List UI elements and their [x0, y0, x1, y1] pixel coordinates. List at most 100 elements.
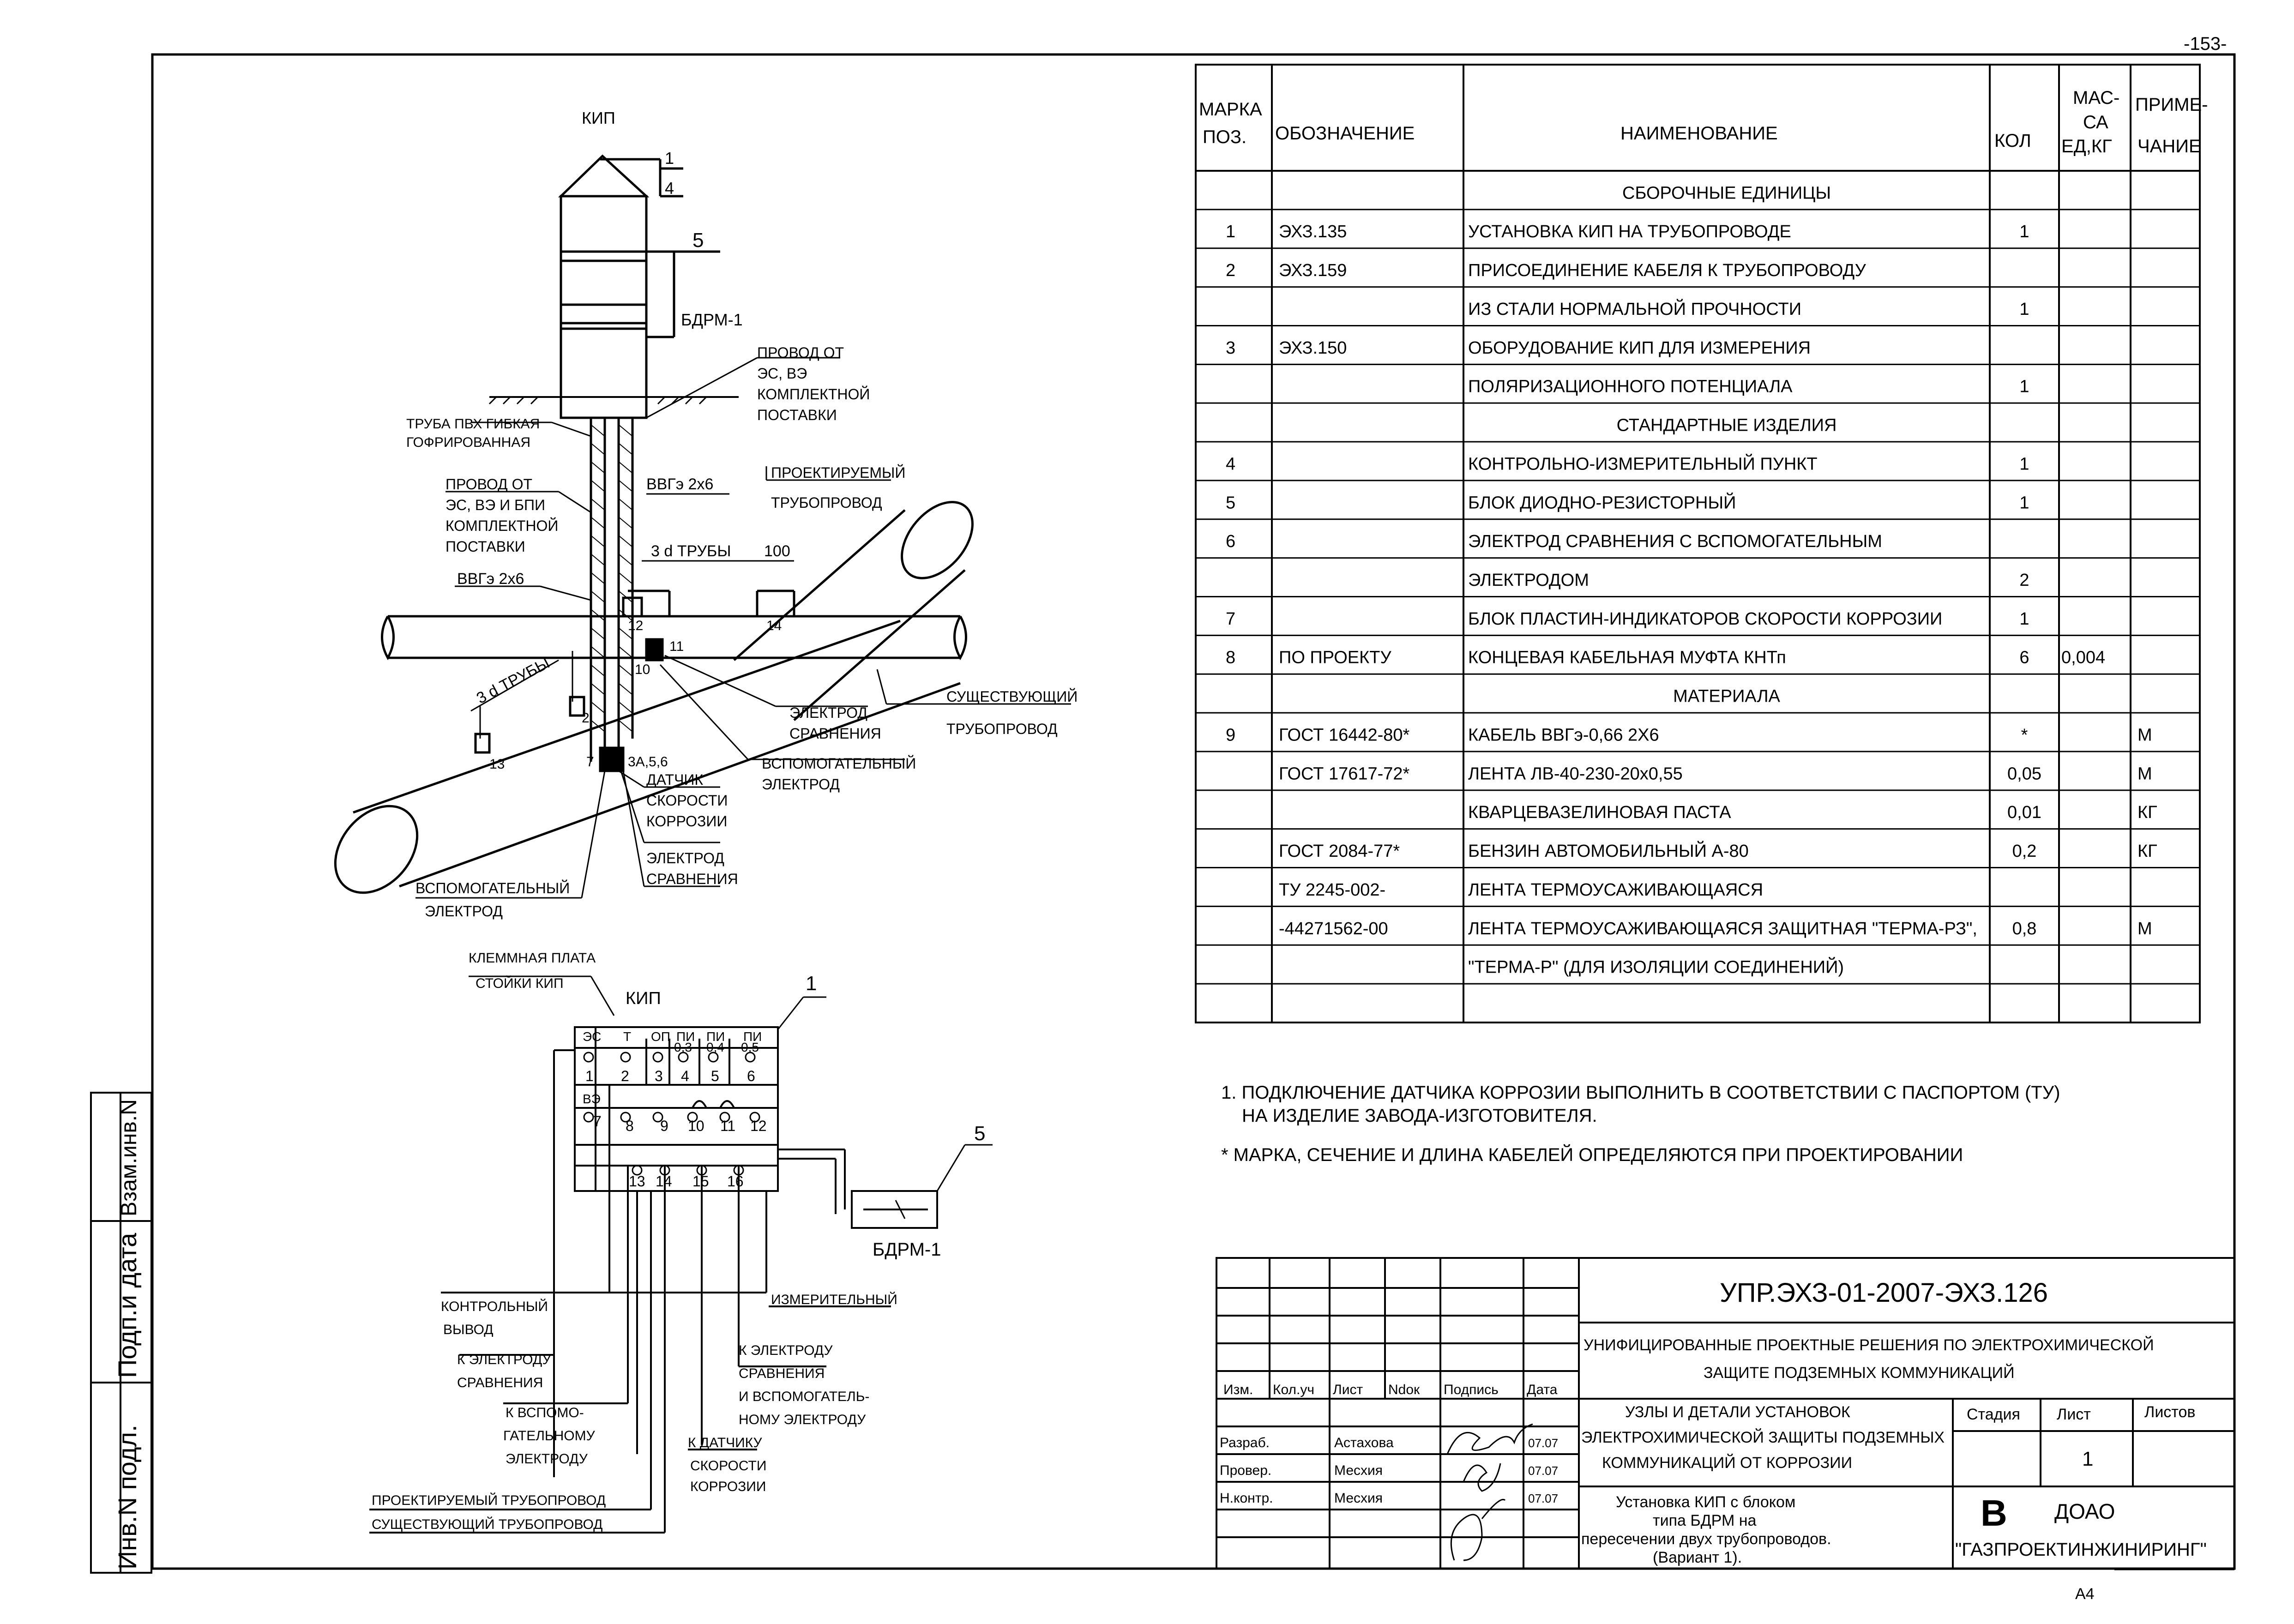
designed-pipe-label-1: ПРОЕКТИРУЕМЫЙ [771, 464, 905, 481]
page-number: -153- [2184, 34, 2227, 54]
hdr-pi2: ПИ [706, 1029, 725, 1044]
spec-cell-name: МАТЕРИАЛА [1673, 687, 1780, 706]
part-7: 7 [586, 754, 594, 770]
existing-pipe-lead-label: СУЩЕСТВУЮЩИЙ ТРУБОПРОВОД [372, 1516, 603, 1532]
stamp-sheet: Лист [2057, 1406, 2091, 1423]
spec-cell-name: ИЗ СТАЛИ НОРМАЛЬНОЙ ПРОЧНОСТИ [1468, 298, 1801, 319]
spec-cell-name: УСТАНОВКА КИП НА ТРУБОПРОВОДЕ [1468, 222, 1791, 241]
terminal-2: 2 [621, 1068, 629, 1084]
aux2-label-1: ВСПОМОГАТЕЛЬНЫЙ [415, 880, 570, 896]
desc-1: Установка КИП с блоком [1616, 1493, 1795, 1511]
doc-title-2: ЗАЩИТЕ ПОДЗЕМНЫХ КОММУНИКАЦИЙ [1704, 1364, 2015, 1382]
spec-cell-pos: 5 [1226, 493, 1235, 512]
hdr-mark-2: ПОЗ. [1203, 127, 1246, 147]
part-11: 11 [669, 639, 684, 654]
terminal-5: 5 [711, 1068, 719, 1084]
leader-pos-5: 5 [692, 229, 704, 252]
hdr-03: 0,3 [674, 1040, 692, 1054]
designed-pipe-lead-label: ПРОЕКТИРУЕМЫЙ ТРУБОПРОВОД [372, 1492, 606, 1508]
terminal-9: 9 [660, 1118, 668, 1134]
part-2: 2 [582, 710, 590, 726]
name-developer: Астахова [1334, 1435, 1394, 1450]
sensor-label-2: СКОРОСТИ [646, 792, 728, 809]
spec-cell-name: КВАРЦЕВАЗЕЛИНОВАЯ ПАСТА [1468, 803, 1731, 822]
spec-cell-qty: 0,05 [2007, 764, 2041, 783]
stamp-sheet-number: 1 [2082, 1448, 2093, 1470]
terminal-14: 14 [656, 1173, 672, 1190]
org-name-2: "ГАЗПРОЕКТИНЖИНИРИНГ" [1955, 1540, 2207, 1560]
leader-pos-1-bottom: 1 [806, 972, 817, 995]
spec-cell-des: ТУ 2245-002- [1279, 880, 1385, 900]
spec-cell-pos: 4 [1226, 454, 1235, 474]
to-ref-aux-label-1: К ЭЛЕКТРОДУ [739, 1343, 833, 1358]
binding-margin-svg: Инв.N подл. Подп.и дата Взам.инв.N [90, 1092, 152, 1574]
terminal-plate-label-1: КЛЕММНАЯ ПЛАТА [469, 950, 596, 966]
part-14: 14 [766, 618, 782, 633]
terminal-wiring-diagram: КЛЕММНАЯ ПЛАТА СТОЙКИ КИП КИП 1 5 БДРМ-1… [369, 950, 993, 1534]
hdr-op: ОП [651, 1029, 670, 1044]
to-ref-label-2: СРАВНЕНИЯ [457, 1375, 543, 1390]
dim-100: 100 [764, 542, 790, 560]
aux2-label-2: ЭЛЕКТРОД [425, 903, 503, 920]
role-developer: Разраб. [1220, 1435, 1270, 1450]
hdr-es: ЭС [583, 1029, 601, 1044]
terminal-15: 15 [692, 1173, 709, 1190]
leader-pos-4: 4 [665, 179, 674, 198]
spec-cell-name: КАБЕЛЬ ВВГэ-0,66 2Х6 [1468, 725, 1659, 745]
spec-cell-pos: 7 [1226, 609, 1235, 629]
role-checker: Провер. [1220, 1463, 1271, 1478]
hdr-pi1: ПИ [676, 1029, 695, 1044]
to-ref-aux-label-2: СРАВНЕНИЯ [739, 1366, 825, 1381]
wire-top-4: ПОСТАВКИ [757, 407, 837, 423]
spec-cell-des: ГОСТ 16442-80* [1279, 725, 1410, 745]
bdrm-label-bottom: БДРМ-1 [873, 1239, 941, 1260]
date-normcontrol: 07.07 [1528, 1492, 1558, 1505]
wire-top-2: ЭС, ВЭ [757, 365, 807, 382]
signatures [1446, 1423, 1533, 1561]
to-ref-aux-label-4: НОМУ ЭЛЕКТРОДУ [739, 1412, 866, 1427]
spec-cell-pos: 8 [1226, 648, 1235, 668]
name-normcontrol: Месхия [1334, 1491, 1383, 1506]
cable-left-label: ВВГэ 2х6 [457, 570, 524, 588]
terminal-7: 7 [593, 1113, 602, 1130]
spec-cell-name: КОНЦЕВАЯ КАБЕЛЬНАЯ МУФТА КНТп [1468, 648, 1786, 668]
terminal-plate-label-2: СТОЙКИ КИП [476, 975, 564, 991]
cable-mid-label: ВВГэ 2х6 [646, 475, 713, 493]
spec-cell-note: КГ [2137, 803, 2157, 822]
inv-orig-label: Инв.N подл. [113, 1425, 142, 1570]
dim-3d-left: 3 d ТРУБЫ [474, 654, 553, 707]
ve-label: ВЭ [583, 1092, 601, 1106]
wire-left-4: ПОСТАВКИ [446, 538, 525, 555]
leader-pos-5-bottom: 5 [974, 1122, 985, 1145]
hdr-mark-1: МАРКА [1199, 99, 1262, 120]
hdr-mass-2: СА [2083, 112, 2108, 132]
spec-cell-name: ЭЛЕКТРОДОМ [1468, 571, 1589, 590]
spec-cell-pos: 6 [1226, 532, 1235, 551]
hdr-04: 0,4 [706, 1040, 724, 1054]
part-title-2: ЭЛЕКТРОХИМИЧЕСКОЙ ЗАЩИТЫ ПОДЗЕМНЫХ [1581, 1429, 1945, 1446]
part-10: 10 [635, 662, 650, 677]
to-sensor-label-3: КОРРОЗИИ [690, 1479, 766, 1494]
aux-electrode-2: ЭЛЕКТРОД [762, 776, 840, 793]
hdr-name: НАИМЕНОВАНИЕ [1620, 123, 1778, 144]
hdr-note-1: ПРИМЕ- [2135, 95, 2208, 115]
date-developer: 07.07 [1528, 1436, 1558, 1450]
existing-pipe-label-1: СУЩЕСТВУЮЩИЙ [946, 688, 1078, 705]
spec-cell-qty: 2 [2019, 571, 2029, 590]
format-label: А4 [2075, 1585, 2095, 1603]
ref-electrode-1: ЭЛЕКТРОД [789, 704, 867, 721]
part-title-3: КОММУНИКАЦИЙ ОТ КОРРОЗИИ [1602, 1454, 1852, 1472]
stamp-col-ndok: Ndок [1388, 1382, 1420, 1397]
wire-left-2: ЭС, ВЭ И БПИ [446, 497, 545, 513]
hdr-pi3: ПИ [743, 1029, 762, 1044]
spec-cell-name: "ТЕРМА-Р" (ДЛЯ ИЗОЛЯЦИИ СОЕДИНЕНИЙ) [1468, 956, 1844, 977]
desc-2: типа БДРМ на [1653, 1512, 1757, 1529]
binding-margin: Инв.N подл. Подп.и дата Взам.инв.N [90, 1092, 152, 1575]
spec-cell-pos: 3 [1226, 338, 1235, 358]
note-1b: НА ИЗДЕЛИЕ ЗАВОДА-ИЗГОТОВИТЕЛЯ. [1242, 1106, 1597, 1126]
kip-title: КИП [582, 108, 615, 127]
spec-cell-des: ЭХЗ.135 [1279, 222, 1347, 241]
to-ref-label-1: К ЭЛЕКТРОДУ [457, 1352, 552, 1367]
doc-code: УПР.ЭХЗ-01-2007-ЭХЗ.126 [1720, 1278, 2048, 1308]
